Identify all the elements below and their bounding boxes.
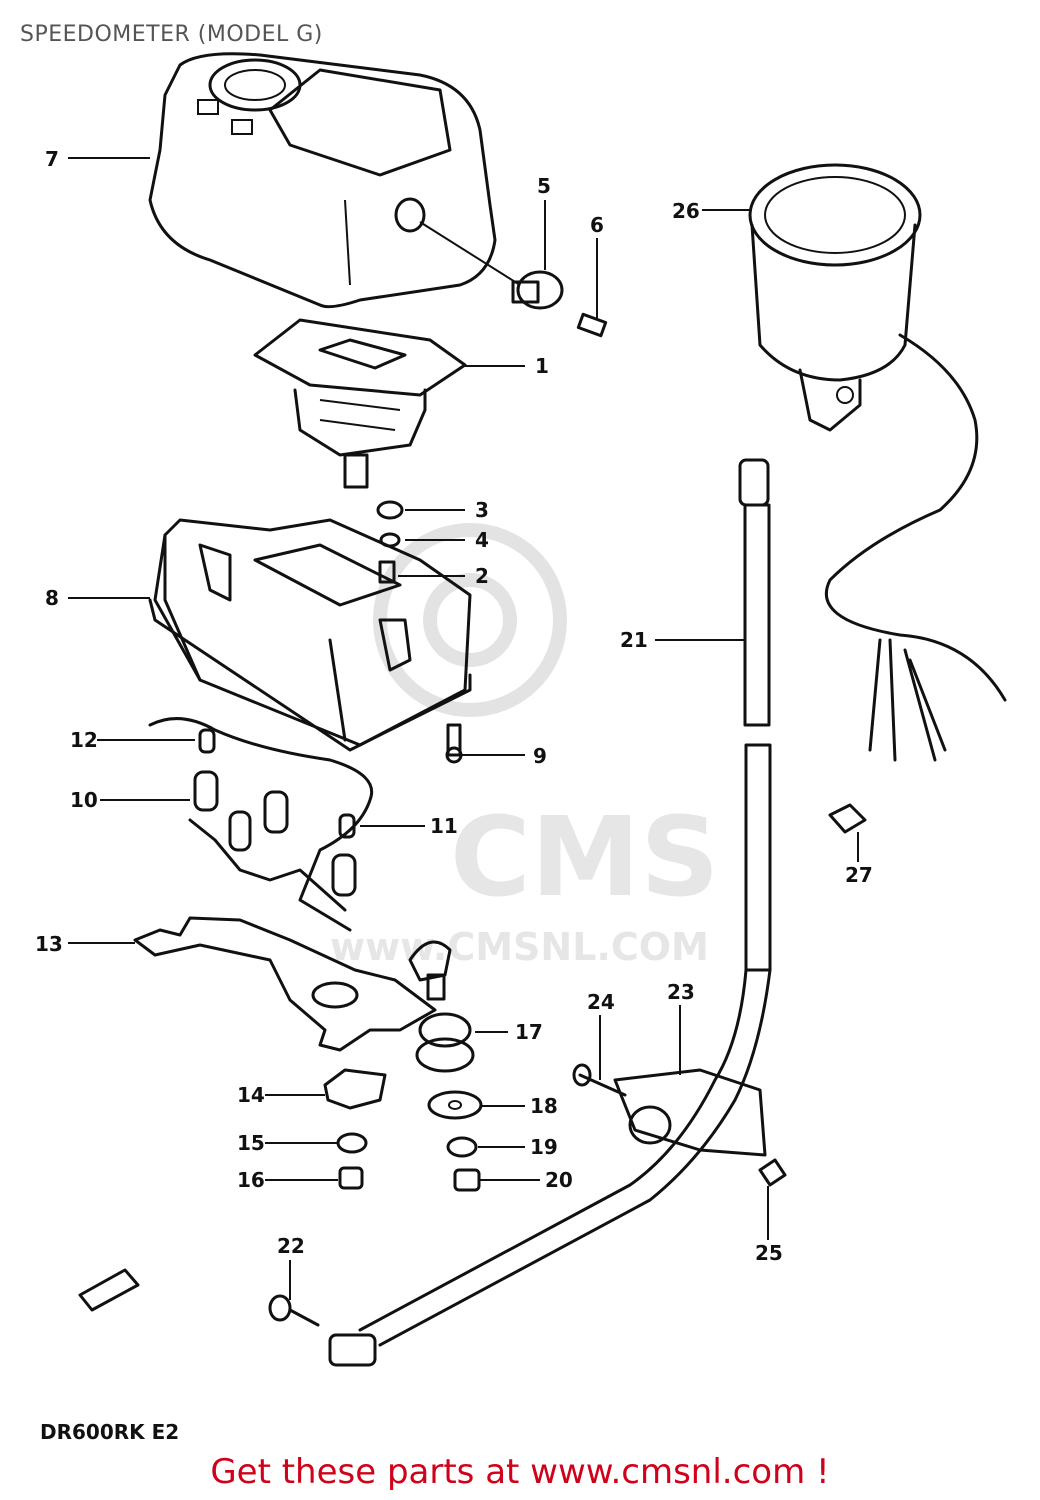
part-23-clamp <box>613 1068 767 1157</box>
part-14-clamp <box>323 1068 387 1110</box>
callout-24: 24 <box>587 990 615 1014</box>
bulbs-harness <box>148 717 373 932</box>
callout-9: 9 <box>533 744 547 768</box>
callout-12: 12 <box>70 728 98 752</box>
page-title: SPEEDOMETER (MODEL G) <box>20 22 323 47</box>
callout-4: 4 <box>475 528 489 552</box>
watermark-url: www.CMSNL.COM <box>330 925 709 969</box>
part-9-screw <box>445 723 463 764</box>
callout-17: 17 <box>515 1020 543 1044</box>
callout-6: 6 <box>590 213 604 237</box>
part-24-bolt <box>572 1063 627 1097</box>
leader-lines <box>68 157 859 1300</box>
part-7-top-cover <box>148 52 497 309</box>
watermark: CMS www.CMSNL.COM <box>330 523 719 969</box>
part-21-cable <box>328 458 772 1367</box>
part-13-bracket <box>133 916 452 1052</box>
callout-16: 16 <box>237 1168 265 1192</box>
part-1-meter-unit <box>253 318 467 489</box>
callout-27: 27 <box>845 863 873 887</box>
callouts: 7 5 6 26 1 3 4 2 8 21 12 9 10 11 27 13 2… <box>35 147 873 1265</box>
callout-1: 1 <box>535 354 549 378</box>
callout-26: 26 <box>672 199 700 223</box>
part-20-nut <box>453 1168 481 1192</box>
callout-18: 18 <box>530 1094 558 1118</box>
callout-20: 20 <box>545 1168 573 1192</box>
part-3-washer <box>376 500 404 520</box>
callout-11: 11 <box>430 814 458 838</box>
callout-19: 19 <box>530 1135 558 1159</box>
model-code: DR600RK E2 <box>40 1420 180 1444</box>
part-15-washer <box>336 1132 368 1154</box>
part-19-washer <box>446 1136 478 1158</box>
part-22-bolt <box>268 1294 320 1327</box>
callout-8: 8 <box>45 586 59 610</box>
callout-5: 5 <box>537 174 551 198</box>
fwd-arrow: FWD <box>78 1268 140 1312</box>
part-17-grommet <box>415 1012 475 1073</box>
part-18-washer <box>427 1090 483 1120</box>
callout-10: 10 <box>70 788 98 812</box>
part-26-gauge <box>748 163 1007 762</box>
callout-14: 14 <box>237 1083 265 1107</box>
part-25-nut <box>758 1158 787 1187</box>
callout-23: 23 <box>667 980 695 1004</box>
part-27-clip <box>828 803 867 834</box>
part-16-nut <box>338 1166 364 1190</box>
part-8-lower-case <box>148 518 472 752</box>
callout-22: 22 <box>277 1234 305 1258</box>
watermark-brand: CMS <box>450 793 719 921</box>
callout-21: 21 <box>620 628 648 652</box>
callout-2: 2 <box>475 564 489 588</box>
part-6-screw <box>576 312 608 338</box>
callout-3: 3 <box>475 498 489 522</box>
callout-7: 7 <box>45 147 59 171</box>
callout-15: 15 <box>237 1131 265 1155</box>
part-2-screw <box>378 560 396 584</box>
callout-13: 13 <box>35 932 63 956</box>
callout-25: 25 <box>755 1241 783 1265</box>
footer-link[interactable]: Get these parts at www.cmsnl.com ! <box>210 1452 830 1492</box>
part-5-gear <box>419 221 564 310</box>
